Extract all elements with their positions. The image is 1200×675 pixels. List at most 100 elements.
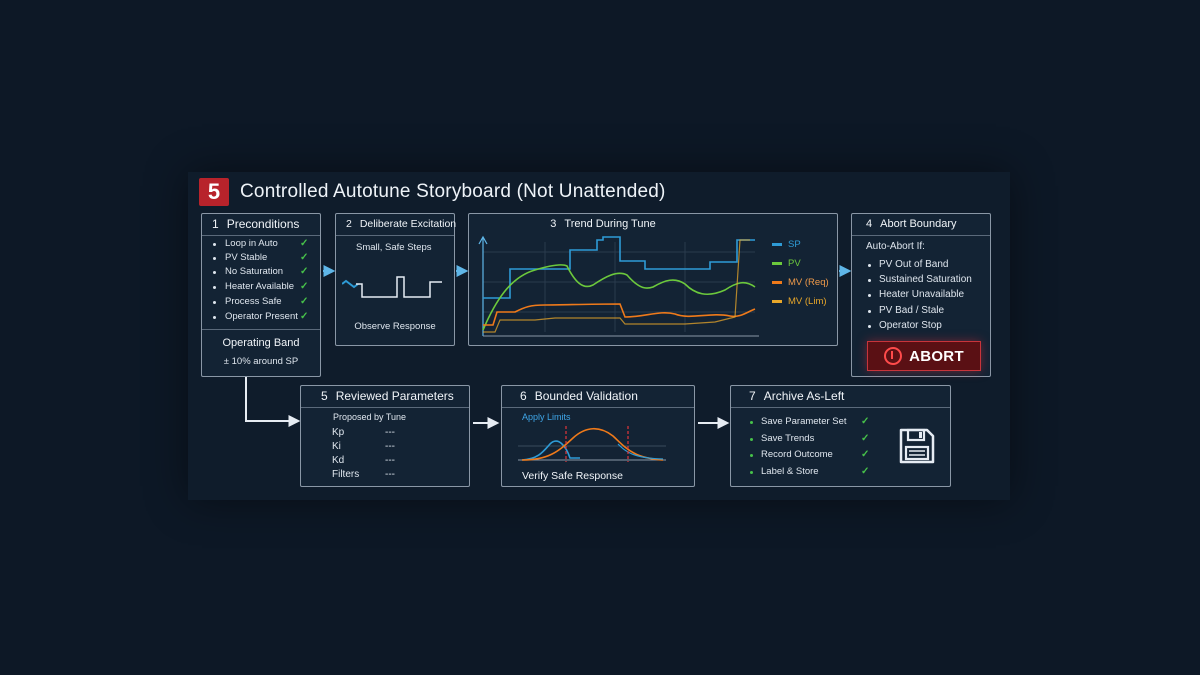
- check-icon: ✓: [861, 416, 870, 427]
- panel-number: 2: [346, 218, 352, 230]
- abort-button[interactable]: ABORT: [867, 341, 981, 371]
- abort-button-label: ABORT: [909, 347, 964, 365]
- bullet-icon: [213, 271, 216, 274]
- param-name: Kd: [332, 455, 345, 466]
- item-label: Operator Stop: [879, 320, 942, 331]
- check-icon: ✓: [300, 296, 309, 307]
- item-label: Operator Present: [225, 311, 298, 322]
- trend-chart: [478, 235, 759, 337]
- legend-item-mv-req: MV (Req): [772, 277, 829, 288]
- page-title: Controlled Autotune Storyboard (Not Unat…: [240, 181, 666, 202]
- bullet-icon: [750, 471, 753, 474]
- param-row-ki: Ki ---: [332, 441, 452, 452]
- legend-label: MV (Lim): [788, 296, 827, 307]
- bullet-icon: [868, 294, 871, 297]
- mv-lim-series-line: [483, 239, 750, 333]
- bullet-icon: [868, 325, 871, 328]
- check-icon: ✓: [300, 311, 309, 322]
- list-item: Process Safe ✓: [202, 296, 320, 308]
- param-row-filters: Filters ---: [332, 469, 452, 480]
- param-value: ---: [385, 455, 395, 466]
- item-label: Heater Available: [225, 281, 295, 292]
- trend-header: 3 Trend During Tune: [469, 218, 737, 230]
- item-label: Label & Store: [761, 466, 819, 477]
- check-icon: ✓: [300, 238, 309, 249]
- parameters-subtitle: Proposed by Tune: [333, 412, 407, 422]
- pv-series-line: [482, 264, 756, 331]
- validation-curve: [518, 426, 666, 462]
- excitation-caption: Observe Response: [354, 321, 436, 332]
- panel-number: 3: [550, 218, 557, 230]
- bullet-icon: [868, 310, 871, 313]
- bullet-icon: [750, 438, 753, 441]
- bullet-icon: [213, 301, 216, 304]
- param-name: Filters: [332, 469, 360, 480]
- bullet-icon: [213, 243, 216, 246]
- panel-title: Preconditions: [226, 217, 300, 231]
- apply-limits-label: Apply Limits: [522, 412, 571, 422]
- check-icon: ✓: [300, 266, 309, 277]
- param-value: ---: [385, 441, 395, 452]
- bullet-icon: [213, 257, 216, 260]
- item-label: Process Safe: [225, 296, 282, 307]
- bullet-icon: [868, 279, 871, 282]
- panel-trend: 3 Trend During Tune SP PV MV (Req) MV (Li…: [468, 213, 838, 346]
- list-item: Record Outcome ✓: [731, 449, 881, 461]
- panel-excitation-header: 2 Deliberate Excitation: [336, 214, 457, 236]
- panel-title: Deliberate Excitation: [359, 218, 457, 230]
- item-label: Heater Unavailable: [879, 289, 965, 300]
- operating-band-value: ± 10% around SP: [223, 356, 299, 367]
- legend-label: MV (Req): [788, 277, 829, 288]
- panel-number: 6: [520, 389, 527, 403]
- stop-icon: [884, 347, 903, 365]
- abort-subtitle: Auto-Abort If:: [866, 241, 925, 252]
- legend-item-pv: PV: [772, 258, 801, 269]
- excitation-subtitle: Small, Safe Steps: [356, 242, 432, 253]
- list-item: Loop in Auto ✓: [202, 238, 320, 250]
- list-item: PV Bad / Stale: [852, 305, 990, 317]
- list-item: Save Trends ✓: [731, 433, 881, 445]
- param-row-kd: Kd ---: [332, 455, 452, 466]
- floppy-disk-icon[interactable]: [898, 427, 936, 465]
- legend-swatch: [772, 280, 782, 284]
- bullet-icon: [213, 286, 216, 289]
- check-icon: ✓: [300, 252, 309, 263]
- sp-series-line: [483, 236, 755, 299]
- item-label: Loop in Auto: [225, 238, 278, 249]
- storyboard-header: 5 Controlled Autotune Storyboard (Not Un…: [199, 177, 666, 207]
- item-label: No Saturation: [225, 266, 284, 277]
- bullet-icon: [750, 421, 753, 424]
- list-item: Operator Stop: [852, 320, 990, 332]
- arrow-1-to-5: [245, 377, 301, 427]
- param-name: Ki: [332, 441, 341, 452]
- bullet-icon: [213, 316, 216, 319]
- bullet-icon: [868, 264, 871, 267]
- mv-req-series-line: [483, 303, 756, 326]
- list-item: Save Parameter Set ✓: [731, 416, 881, 428]
- legend-swatch: [772, 242, 782, 246]
- item-label: Save Trends: [761, 433, 815, 444]
- item-label: PV Bad / Stale: [879, 305, 945, 316]
- panel-number: 5: [321, 389, 328, 403]
- panel-title: Trend During Tune: [564, 218, 656, 230]
- param-name: Kp: [332, 427, 345, 438]
- panel-number: 7: [749, 389, 756, 403]
- list-item: Label & Store ✓: [731, 466, 881, 478]
- check-icon: ✓: [861, 466, 870, 477]
- panel-title: Abort Boundary: [880, 218, 957, 230]
- legend-label: PV: [788, 258, 801, 269]
- item-label: Save Parameter Set: [761, 416, 847, 427]
- check-icon: ✓: [861, 449, 870, 460]
- item-label: PV Stable: [225, 252, 268, 263]
- step-waveform: [342, 276, 442, 298]
- list-item: Sustained Saturation: [852, 274, 990, 286]
- legend-label: SP: [788, 239, 801, 250]
- check-icon: ✓: [861, 433, 870, 444]
- validation-caption: Verify Safe Response: [522, 470, 623, 482]
